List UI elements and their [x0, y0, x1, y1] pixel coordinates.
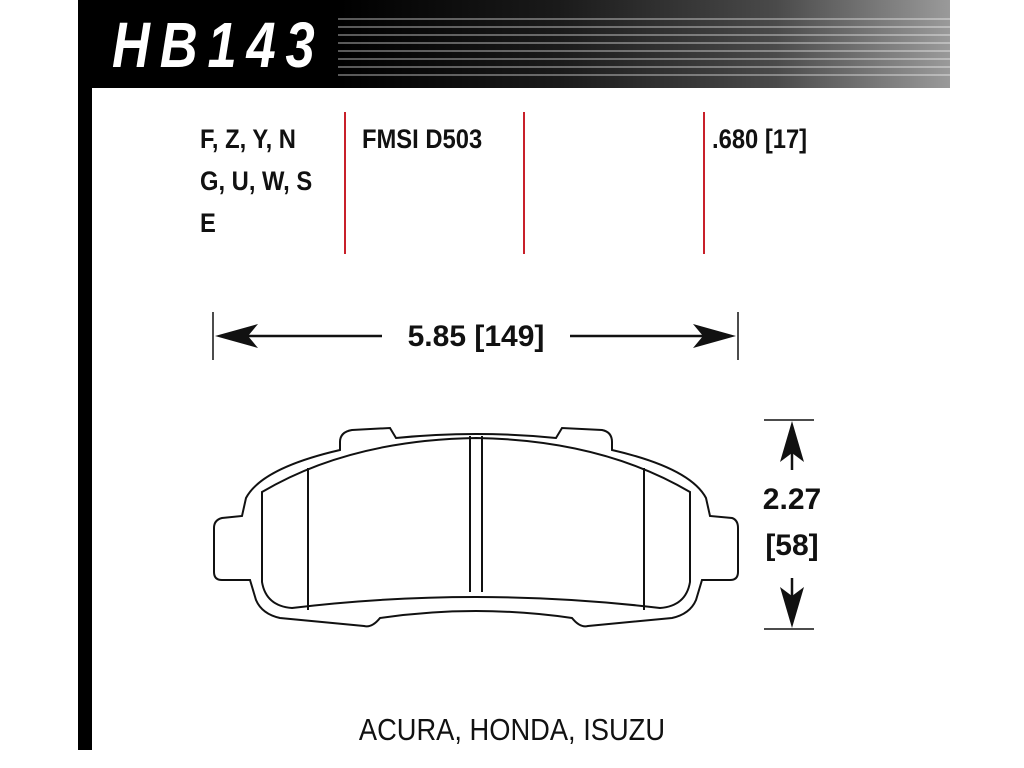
height-arrow-down-icon [780, 587, 804, 628]
compound-line-3: E [200, 208, 216, 238]
width-dimension: 5.85 [149] [212, 312, 739, 360]
vehicle-applications: ACURA, HONDA, ISUZU [0, 712, 1024, 748]
part-number: HB143 [112, 9, 325, 81]
pad-thickness: .680 [17] [712, 124, 808, 154]
height-inches-label: 2.27 [763, 483, 821, 516]
width-arrow-left-icon [215, 324, 258, 348]
compound-line-1: F, Z, Y, N [200, 124, 296, 154]
height-dimension: 2.27 [58] [763, 419, 821, 630]
width-arrow-right-icon [693, 324, 736, 348]
applications-text: ACURA, HONDA, ISUZU [358, 712, 666, 747]
header-speed-stripes [338, 12, 950, 76]
fmsi-number: FMSI D503 [362, 124, 483, 154]
divider-line-2 [523, 112, 525, 254]
height-mm-label: [58] [765, 529, 818, 562]
pad-outline [213, 426, 739, 628]
compound-line-2: G, U, W, S [200, 166, 313, 196]
compound-codes: F, Z, Y, N G, U, W, S E [200, 118, 312, 244]
header-bar [78, 0, 950, 88]
width-label: 5.85 [149] [408, 320, 545, 353]
left-border-rule [78, 0, 92, 750]
divider-line-1 [344, 112, 346, 254]
height-arrow-up-icon [780, 421, 804, 462]
divider-line-3 [703, 112, 705, 254]
